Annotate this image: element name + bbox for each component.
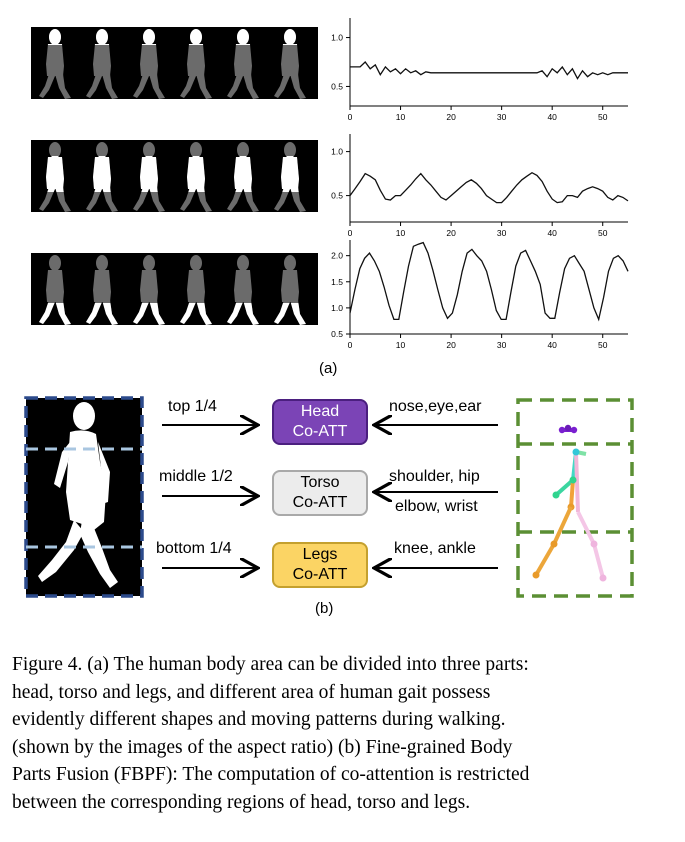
- aspect-ratio-series: [350, 173, 628, 203]
- torso-co-att-box: Torso Co-ATT: [272, 470, 368, 516]
- y-tick-label: 1.0: [331, 303, 343, 313]
- legs-keypoints: [533, 507, 607, 582]
- x-tick-label: 20: [446, 112, 456, 122]
- caption-line: Figure 4. (a) The human body area can be…: [12, 651, 672, 679]
- pose-skeleton-panel: [510, 392, 638, 602]
- y-tick-label: 1.0: [331, 147, 343, 157]
- aspect-ratio-series: [350, 62, 628, 79]
- caption-line: Parts Fusion (FBPF): The computation of …: [12, 761, 672, 789]
- y-tick-label: 2.0: [331, 251, 343, 261]
- torso-box-title: Torso: [300, 473, 339, 493]
- torso-keypoints: [553, 449, 587, 513]
- silhouette-strip-legs: [31, 253, 318, 325]
- caption-line: (shown by the images of the aspect ratio…: [12, 734, 672, 762]
- head-box-subtitle: Co-ATT: [293, 422, 348, 442]
- y-tick-label: 1.5: [331, 277, 343, 287]
- x-tick-label: 40: [547, 112, 557, 122]
- x-tick-label: 50: [598, 112, 608, 122]
- torso-box-subtitle: Co-ATT: [293, 493, 348, 513]
- y-tick-label: 0.5: [331, 191, 343, 201]
- x-tick-label: 10: [396, 340, 406, 350]
- silhouette-strip-head: [31, 27, 318, 99]
- x-tick-label: 30: [497, 112, 507, 122]
- y-tick-label: 0.5: [331, 81, 343, 91]
- x-tick-label: 10: [396, 112, 406, 122]
- x-tick-label: 50: [598, 340, 608, 350]
- head-box-title: Head: [301, 402, 339, 422]
- figure-a-label: (a): [319, 360, 337, 377]
- figure-caption: Figure 4. (a) The human body area can be…: [12, 651, 672, 816]
- legs-co-att-box: Legs Co-ATT: [272, 542, 368, 588]
- x-tick-label: 20: [446, 340, 456, 350]
- x-tick-label: 40: [547, 340, 557, 350]
- caption-line: between the corresponding regions of hea…: [12, 789, 672, 817]
- legs-box-title: Legs: [303, 545, 338, 565]
- silhouette-panel: [18, 392, 148, 602]
- head-co-att-box: Head Co-ATT: [272, 399, 368, 445]
- head-keypoints: [559, 425, 577, 433]
- aspect-ratio-series: [350, 243, 628, 320]
- aspect-ratio-plot-head: 1.0 0.5 0 10 20 30 40 50: [312, 14, 642, 128]
- y-tick-label: 0.5: [331, 329, 343, 339]
- aspect-ratio-plot-legs: 2.0 1.5 1.0 0.5 0 10 20 30 40 50: [312, 236, 642, 356]
- y-tick-label: 1.0: [331, 33, 343, 43]
- legs-box-subtitle: Co-ATT: [293, 565, 348, 585]
- caption-line: evidently different shapes and moving pa…: [12, 706, 672, 734]
- x-tick-label: 0: [348, 112, 353, 122]
- x-tick-label: 0: [348, 340, 353, 350]
- caption-line: head, torso and legs, and different area…: [12, 679, 672, 707]
- figure-b-label: (b): [315, 600, 333, 617]
- x-tick-label: 30: [497, 340, 507, 350]
- silhouette-strip-torso: [31, 140, 318, 212]
